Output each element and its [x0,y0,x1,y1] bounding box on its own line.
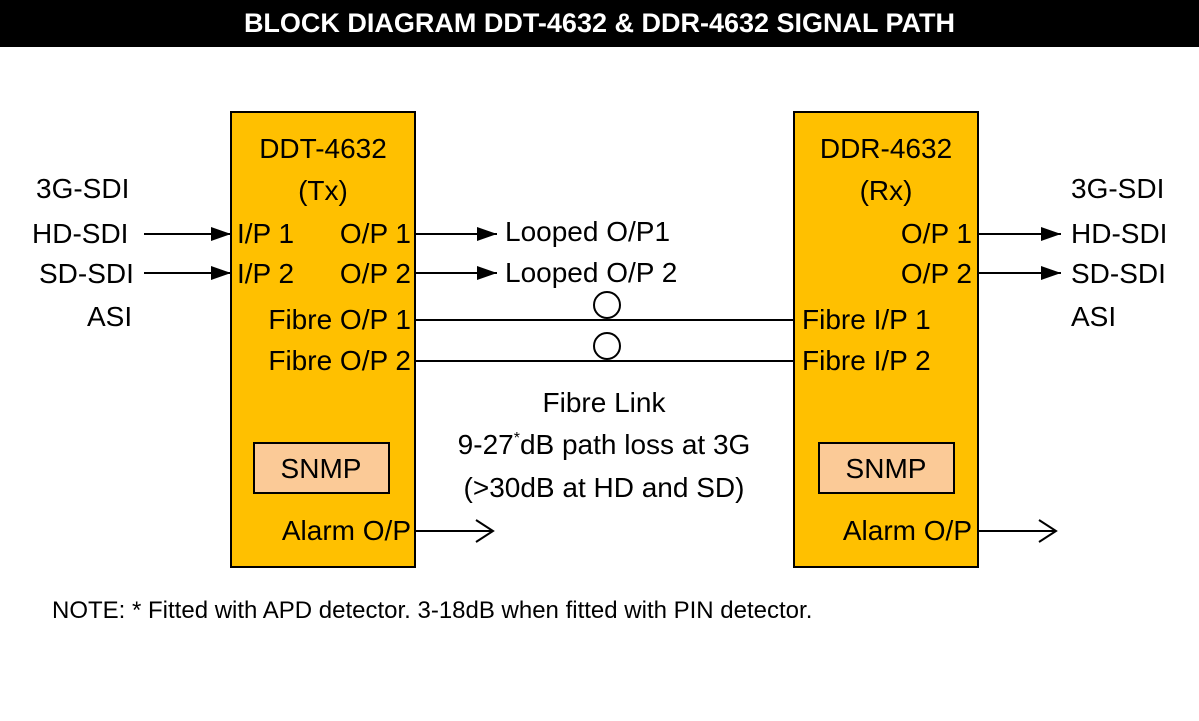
tx-ip1: I/P 1 [237,218,294,249]
input-label-3g-sdi: 3G-SDI [36,173,129,204]
tx-fibre-op1: Fibre O/P 1 [268,304,411,335]
title-bar: BLOCK DIAGRAM DDT-4632 & DDR-4632 SIGNAL… [0,0,1199,47]
tx-ip2: I/P 2 [237,258,294,289]
rx-fibre-ip1: Fibre I/P 1 [802,304,931,335]
rx-name: DDR-4632 [820,133,952,164]
rx-op2: O/P 2 [901,258,972,289]
tx-subtitle: (Tx) [298,175,348,206]
fibre-coil-icon-1 [593,291,621,319]
tx-op2: O/P 2 [340,258,411,289]
output-label-3g-sdi: 3G-SDI [1071,173,1164,204]
fibre-link-loss: 9-27*dB path loss at 3G [458,429,751,460]
input-label-hd-sdi: HD-SDI [32,218,128,249]
fibre-link-title: Fibre Link [543,387,667,418]
looped-output-1-label: Looped O/P1 [505,216,670,247]
fibre-coil-icon-2 [593,332,621,360]
rx-fibre-ip2: Fibre I/P 2 [802,345,931,376]
page-title: BLOCK DIAGRAM DDT-4632 & DDR-4632 SIGNAL… [243,8,956,38]
input-label-sd-sdi: SD-SDI [39,258,134,289]
tx-name: DDT-4632 [259,133,387,164]
tx-fibre-op2: Fibre O/P 2 [268,345,411,376]
rx-op1: O/P 1 [901,218,972,249]
output-label-asi: ASI [1071,301,1116,332]
rx-subtitle: (Rx) [860,175,913,206]
footnote: NOTE: * Fitted with APD detector. 3-18dB… [52,597,812,624]
input-label-asi: ASI [87,301,132,332]
fibre-link-loss-hd-sd: (>30dB at HD and SD) [464,472,745,503]
tx-snmp-box [253,442,390,494]
tx-alarm-label: Alarm O/P [282,515,411,546]
output-label-hd-sdi: HD-SDI [1071,218,1167,249]
rx-snmp-label: SNMP [846,453,927,484]
tx-snmp-label: SNMP [281,453,362,484]
output-label-sd-sdi: SD-SDI [1071,258,1166,289]
tx-op1: O/P 1 [340,218,411,249]
rx-snmp-box [818,442,955,494]
looped-output-2-label: Looped O/P 2 [505,257,677,288]
rx-alarm-label: Alarm O/P [843,515,972,546]
